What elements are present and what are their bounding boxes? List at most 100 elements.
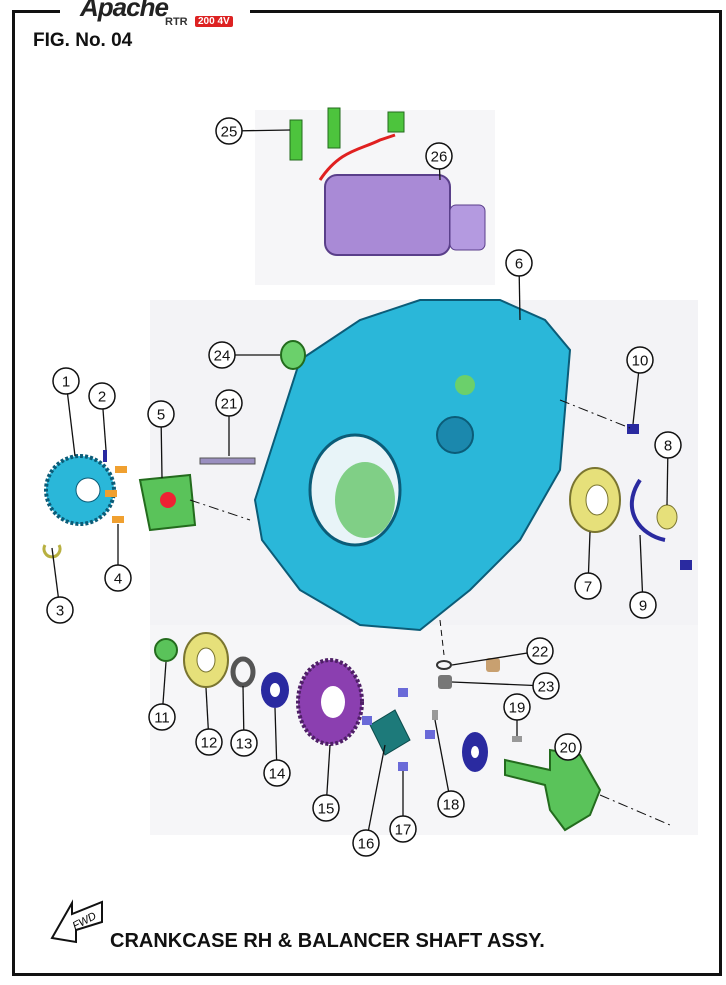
washer-13 — [230, 656, 256, 688]
callout-19: 19 — [503, 693, 531, 721]
crankcase-hole — [436, 416, 474, 454]
dowel — [486, 658, 500, 672]
callout-circle — [263, 759, 291, 787]
callout-circle — [46, 596, 74, 624]
collar-24 — [280, 340, 306, 370]
crankcase-seal — [335, 462, 395, 538]
callout-circle — [629, 591, 657, 619]
callout-number: 6 — [515, 256, 523, 273]
callout-7: 7 — [574, 572, 602, 600]
callout-16: 16 — [352, 829, 380, 857]
callout-number: 23 — [538, 679, 555, 696]
callout-number: 22 — [532, 644, 549, 661]
diagram-title: CRANKCASE RH & BALANCER SHAFT ASSY. — [110, 930, 545, 952]
callout-circle — [503, 693, 531, 721]
callout-23: 23 — [532, 672, 560, 700]
callout-circle — [425, 142, 453, 170]
plate-9 — [629, 478, 666, 542]
figure-label: FIG. No. 04 — [33, 30, 133, 51]
callout-20: 20 — [554, 733, 582, 761]
callout-number: 14 — [269, 766, 286, 783]
callout-number: 19 — [509, 700, 526, 717]
nut-11 — [154, 638, 178, 662]
damper-16 — [369, 709, 411, 756]
callout-25: 25 — [215, 117, 243, 145]
callout-number: 17 — [395, 822, 412, 839]
callout-circle — [147, 400, 175, 428]
logo-script: Apache — [80, 0, 169, 22]
callout-number: 16 — [358, 836, 375, 853]
callout-circle — [532, 672, 560, 700]
callout-21: 21 — [215, 389, 243, 417]
gear-15-bore — [321, 686, 345, 718]
callout-number: 7 — [584, 579, 592, 596]
starter-shaft — [449, 204, 486, 251]
crankcase-rh — [253, 299, 572, 632]
callout-circle — [148, 703, 176, 731]
callout-11: 11 — [148, 703, 176, 731]
pin-18 — [432, 710, 438, 720]
circlip-3 — [42, 544, 62, 559]
callout-8: 8 — [654, 431, 682, 459]
callout-number: 18 — [443, 797, 460, 814]
callout-number: 8 — [664, 438, 672, 455]
bolt-25b — [327, 107, 341, 149]
callout-number: 2 — [98, 389, 106, 406]
callout-circle — [104, 564, 132, 592]
callout-10: 10 — [626, 346, 654, 374]
fwd-arrow-icon: FWD — [50, 899, 103, 944]
callout-circle — [437, 790, 465, 818]
callout-22: 22 — [526, 637, 554, 665]
callout-18: 18 — [437, 790, 465, 818]
callout-26: 26 — [425, 142, 453, 170]
callout-number: 12 — [201, 735, 218, 752]
starter-connector — [387, 111, 405, 133]
callout-number: 25 — [221, 124, 238, 141]
starter-wire — [318, 133, 396, 181]
plug-23 — [438, 675, 452, 689]
key-2 — [103, 450, 107, 462]
axis-line-right — [559, 399, 631, 429]
crankcase-plug — [455, 375, 475, 395]
gear-1-hub — [75, 477, 101, 503]
seal-8 — [656, 504, 678, 530]
callout-4: 4 — [104, 564, 132, 592]
background-panel-lower — [150, 625, 698, 835]
callout-circle — [654, 431, 682, 459]
callout-12: 12 — [195, 728, 223, 756]
frame — [12, 10, 722, 976]
callout-circle — [626, 346, 654, 374]
bolt-10 — [627, 424, 639, 434]
callout-17: 17 — [389, 815, 417, 843]
oring-22 — [436, 660, 452, 670]
frame-top-right — [240, 10, 722, 13]
bolt-10b — [680, 560, 692, 570]
balancer-shaft-20 — [504, 748, 602, 832]
bearing-7-bore — [585, 484, 609, 516]
callout-circle — [195, 728, 223, 756]
axis-line-lower — [599, 794, 671, 826]
callout-circle — [215, 389, 243, 417]
callout-circle — [52, 367, 80, 395]
callout-2: 2 — [88, 382, 116, 410]
callout-circle — [208, 341, 236, 369]
washer-14-hole — [270, 683, 280, 697]
key-19 — [512, 736, 522, 742]
callout-circle — [389, 815, 417, 843]
callout-number: 1 — [62, 374, 70, 391]
springs-17 — [362, 688, 435, 771]
starter-motor — [324, 174, 451, 256]
callout-number: 10 — [632, 353, 649, 370]
callout-number: 5 — [157, 407, 165, 424]
callout-6: 6 — [505, 249, 533, 277]
callout-number: 3 — [56, 603, 64, 620]
callout-circle — [554, 733, 582, 761]
logo: Apache RTR 200 4V — [60, 0, 250, 30]
leader-line — [451, 681, 547, 687]
callout-number: 11 — [154, 710, 170, 727]
washer-hole — [471, 746, 479, 758]
callout-circle — [88, 382, 116, 410]
axis-line-plug — [439, 619, 445, 656]
bolts-4 — [105, 466, 127, 523]
